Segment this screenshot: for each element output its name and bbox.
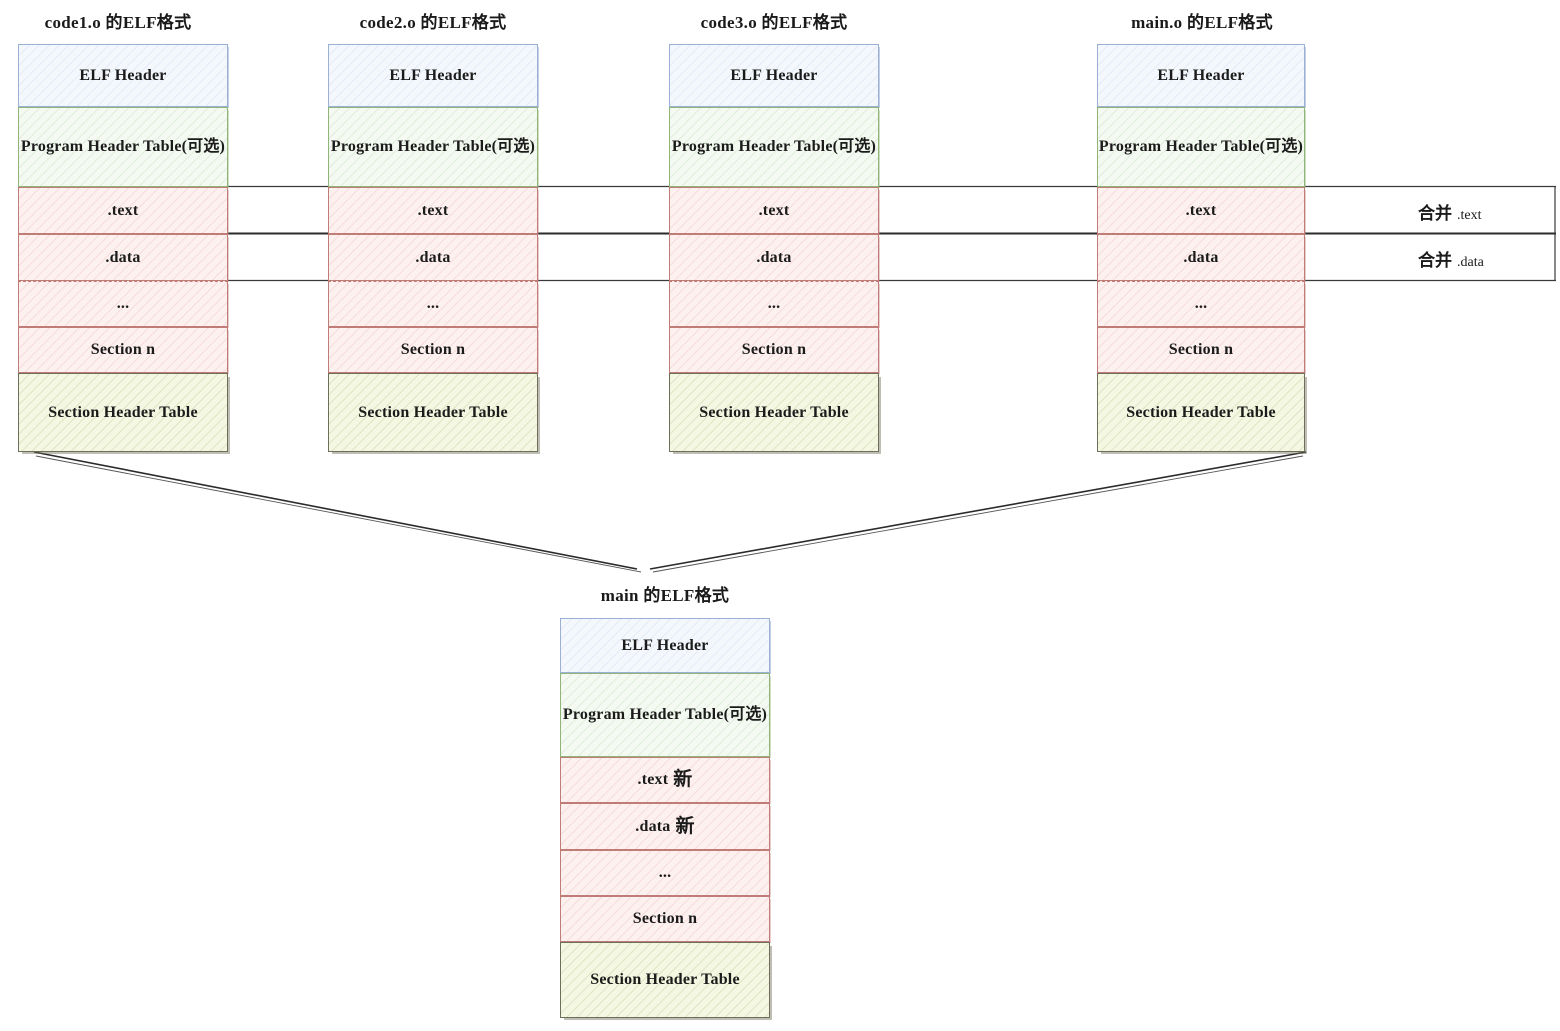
funnel-left-line <box>33 451 638 570</box>
merge-label-data: 合并 .data <box>1418 246 1484 271</box>
column-title-code2: code2.o 的ELF格式 <box>359 13 507 32</box>
block-elf-header: ELF Header <box>669 44 879 107</box>
block-section-n: Section n <box>328 327 538 373</box>
merge-label-text-en: .text <box>1457 208 1482 223</box>
block-program-header-table: Program Header Table(可选) <box>18 107 228 187</box>
block-elf-header: ELF Header <box>18 44 228 107</box>
block-section-text: .text <box>18 187 228 234</box>
block-program-header-table: Program Header Table(可选) <box>1097 107 1305 187</box>
block-elf-header: ELF Header <box>560 618 770 673</box>
block-section-data: .data <box>328 234 538 281</box>
block-section-n: Section n <box>560 896 770 942</box>
merge-label-data-cn: 合并 <box>1418 251 1452 270</box>
block-section-text: .text <box>328 187 538 234</box>
merge-label-text: 合并 .text <box>1418 199 1482 224</box>
elf-stack-code3: ELF Header Program Header Table(可选) .tex… <box>669 44 879 452</box>
block-section-n: Section n <box>669 327 879 373</box>
block-section-header-table: Section Header Table <box>18 373 228 452</box>
funnel-inner-right-line <box>652 455 1304 573</box>
block-section-header-table: Section Header Table <box>560 942 770 1018</box>
elf-stack-maino: ELF Header Program Header Table(可选) .tex… <box>1097 44 1305 452</box>
block-section-data: .data <box>1097 234 1305 281</box>
block-elf-header: ELF Header <box>328 44 538 107</box>
block-section-header-table: Section Header Table <box>1097 373 1305 452</box>
block-section-ellipsis: ... <box>560 850 770 896</box>
section-text-new-tag: 新 <box>673 769 693 791</box>
column-title-code3: code3.o 的ELF格式 <box>700 13 848 32</box>
elf-stack-code2: ELF Header Program Header Table(可选) .tex… <box>328 44 538 452</box>
block-section-ellipsis: ... <box>18 281 228 327</box>
merge-label-data-en: .data <box>1457 255 1484 270</box>
column-title-main-output: main 的ELF格式 <box>600 586 730 605</box>
elf-stack-code1: ELF Header Program Header Table(可选) .tex… <box>18 44 228 452</box>
block-section-text: .text <box>1097 187 1305 234</box>
funnel-right-line <box>649 451 1307 570</box>
block-section-text-new: .text 新 <box>560 757 770 803</box>
block-program-header-table: Program Header Table(可选) <box>560 673 770 757</box>
merge-label-text-cn: 合并 <box>1418 204 1452 223</box>
block-section-text: .text <box>669 187 879 234</box>
column-title-maino: main.o 的ELF格式 <box>1131 13 1273 32</box>
block-section-ellipsis: ... <box>1097 281 1305 327</box>
block-section-n: Section n <box>18 327 228 373</box>
block-section-ellipsis: ... <box>669 281 879 327</box>
block-section-data: .data <box>18 234 228 281</box>
block-program-header-table: Program Header Table(可选) <box>669 107 879 187</box>
block-section-n: Section n <box>1097 327 1305 373</box>
block-section-header-table: Section Header Table <box>328 373 538 452</box>
block-elf-header: ELF Header <box>1097 44 1305 107</box>
block-section-header-table: Section Header Table <box>669 373 879 452</box>
section-data-new-tag: 新 <box>675 815 695 837</box>
block-section-data: .data <box>669 234 879 281</box>
block-section-data-new: .data 新 <box>560 803 770 850</box>
elf-stack-main-output: ELF Header Program Header Table(可选) .tex… <box>560 618 770 1022</box>
block-section-ellipsis: ... <box>328 281 538 327</box>
column-title-code1: code1.o 的ELF格式 <box>44 13 192 32</box>
block-program-header-table: Program Header Table(可选) <box>328 107 538 187</box>
funnel-inner-left-line <box>35 455 642 573</box>
